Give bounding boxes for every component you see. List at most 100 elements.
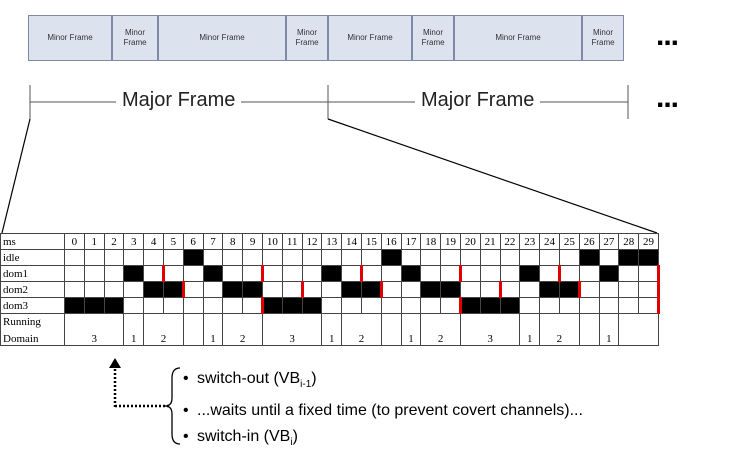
schedule-cell — [618, 281, 640, 298]
schedule-cell — [499, 297, 521, 314]
schedule-cell — [83, 281, 105, 298]
running-row: Running — [0, 313, 659, 330]
schedule-cell — [182, 249, 204, 266]
running-domain-span — [202, 313, 224, 330]
schedule-cell — [558, 281, 581, 298]
schedule-cell — [380, 249, 402, 266]
schedule-cell — [182, 265, 204, 282]
running-domain-value: 2 — [143, 329, 184, 346]
dotted-arrow-head — [109, 358, 121, 368]
schedule-cell — [499, 265, 521, 282]
ms-header-cell: 13 — [321, 233, 343, 250]
schedule-cell — [301, 297, 323, 314]
bullet-text: switch-out (VB — [197, 370, 301, 387]
schedule-cell — [242, 265, 264, 282]
ms-header-cell: 23 — [519, 233, 541, 250]
schedule-cell — [202, 297, 224, 314]
schedule-cell — [638, 265, 660, 282]
table-row: dom1 — [0, 265, 660, 282]
running-domain-value — [380, 329, 402, 346]
schedule-cell — [479, 265, 501, 282]
schedule-cell — [162, 249, 184, 266]
ms-header-cell: 8 — [222, 233, 244, 250]
ms-header-cell: 15 — [360, 233, 382, 250]
ellipsis-top: ... — [656, 19, 679, 52]
running-domain-value: 3 — [63, 329, 125, 346]
ms-header-cell: 18 — [420, 233, 442, 250]
schedule-cell — [143, 297, 164, 314]
running-domain-span — [400, 313, 422, 330]
schedule-cell — [83, 297, 105, 314]
schedule-cell — [420, 281, 442, 298]
schedule-cell — [64, 297, 85, 314]
table-row: dom2 — [0, 281, 660, 298]
schedule-cell — [360, 249, 382, 266]
schedule-cell — [222, 297, 244, 314]
running-domain-value: 1 — [598, 329, 620, 346]
zoom-line-left — [1, 118, 31, 234]
schedule-cell — [420, 265, 442, 282]
schedule-cell — [103, 297, 125, 314]
schedule-cell — [558, 297, 580, 314]
schedule-cell — [459, 249, 481, 266]
running-domain-span — [598, 313, 620, 330]
ms-header-label: ms — [0, 233, 65, 250]
schedule-cell — [420, 297, 442, 314]
schedule-cell — [400, 265, 422, 282]
ms-header-cell: 11 — [281, 233, 303, 250]
schedule-cell — [440, 265, 462, 282]
schedule-cell — [222, 265, 244, 282]
schedule-cell — [182, 297, 204, 314]
ms-header-cell: 4 — [143, 233, 164, 250]
schedule-cell — [301, 281, 323, 298]
schedule-cell — [162, 265, 184, 282]
minor-frame-box: Minor Frame — [286, 15, 328, 61]
running-domain-span — [222, 313, 263, 330]
minor-frame-box: Minor Frame — [454, 15, 582, 61]
schedule-cell — [380, 281, 402, 298]
schedule-cell — [321, 265, 343, 282]
schedule-cell — [202, 265, 224, 282]
running-domain-value: 1 — [202, 329, 224, 346]
ms-header-cell: 21 — [479, 233, 501, 250]
running-domain-span — [420, 313, 461, 330]
schedule-cell — [64, 249, 85, 266]
schedule-cell — [281, 249, 303, 266]
schedule-cell — [242, 297, 264, 314]
running-domain-span — [143, 313, 184, 330]
schedule-cell — [123, 249, 145, 266]
schedule-cell — [459, 281, 481, 298]
schedule-cell — [499, 281, 521, 298]
minor-frame-box: Minor Frame — [328, 15, 412, 61]
running-domain-span — [539, 313, 580, 330]
schedule-cell — [341, 281, 362, 298]
bullet-text: switch-in (VB — [197, 428, 291, 446]
schedule-cell — [459, 265, 481, 282]
schedule-cell — [321, 249, 343, 266]
schedule-cell — [83, 265, 105, 282]
schedule-cell — [341, 249, 362, 266]
schedule-cell — [281, 265, 303, 282]
schedule-cell — [558, 249, 580, 266]
schedule-cell — [242, 281, 263, 298]
schedule-cell — [64, 281, 85, 298]
running-domain-value: 1 — [321, 329, 343, 346]
schedule-cell — [400, 281, 422, 298]
schedule-cell — [499, 249, 521, 266]
schedule-cell — [479, 249, 501, 266]
schedule-cell — [162, 297, 184, 314]
schedule-cell — [519, 265, 541, 282]
schedule-cell — [519, 297, 541, 314]
schedule-cell — [598, 249, 620, 266]
ms-header-cell: 10 — [261, 233, 283, 250]
major-frame-label-2: Major Frame — [415, 86, 541, 114]
running-domain-span — [321, 313, 343, 330]
domain-label: Domain — [0, 329, 65, 346]
minor-frame-box: Minor Frame — [582, 15, 624, 61]
running-domain-value: 2 — [539, 329, 580, 346]
schedule-cell — [261, 265, 283, 282]
schedule-cell — [64, 265, 85, 282]
schedule-cell — [222, 281, 244, 298]
running-domain-value: 2 — [222, 329, 263, 346]
